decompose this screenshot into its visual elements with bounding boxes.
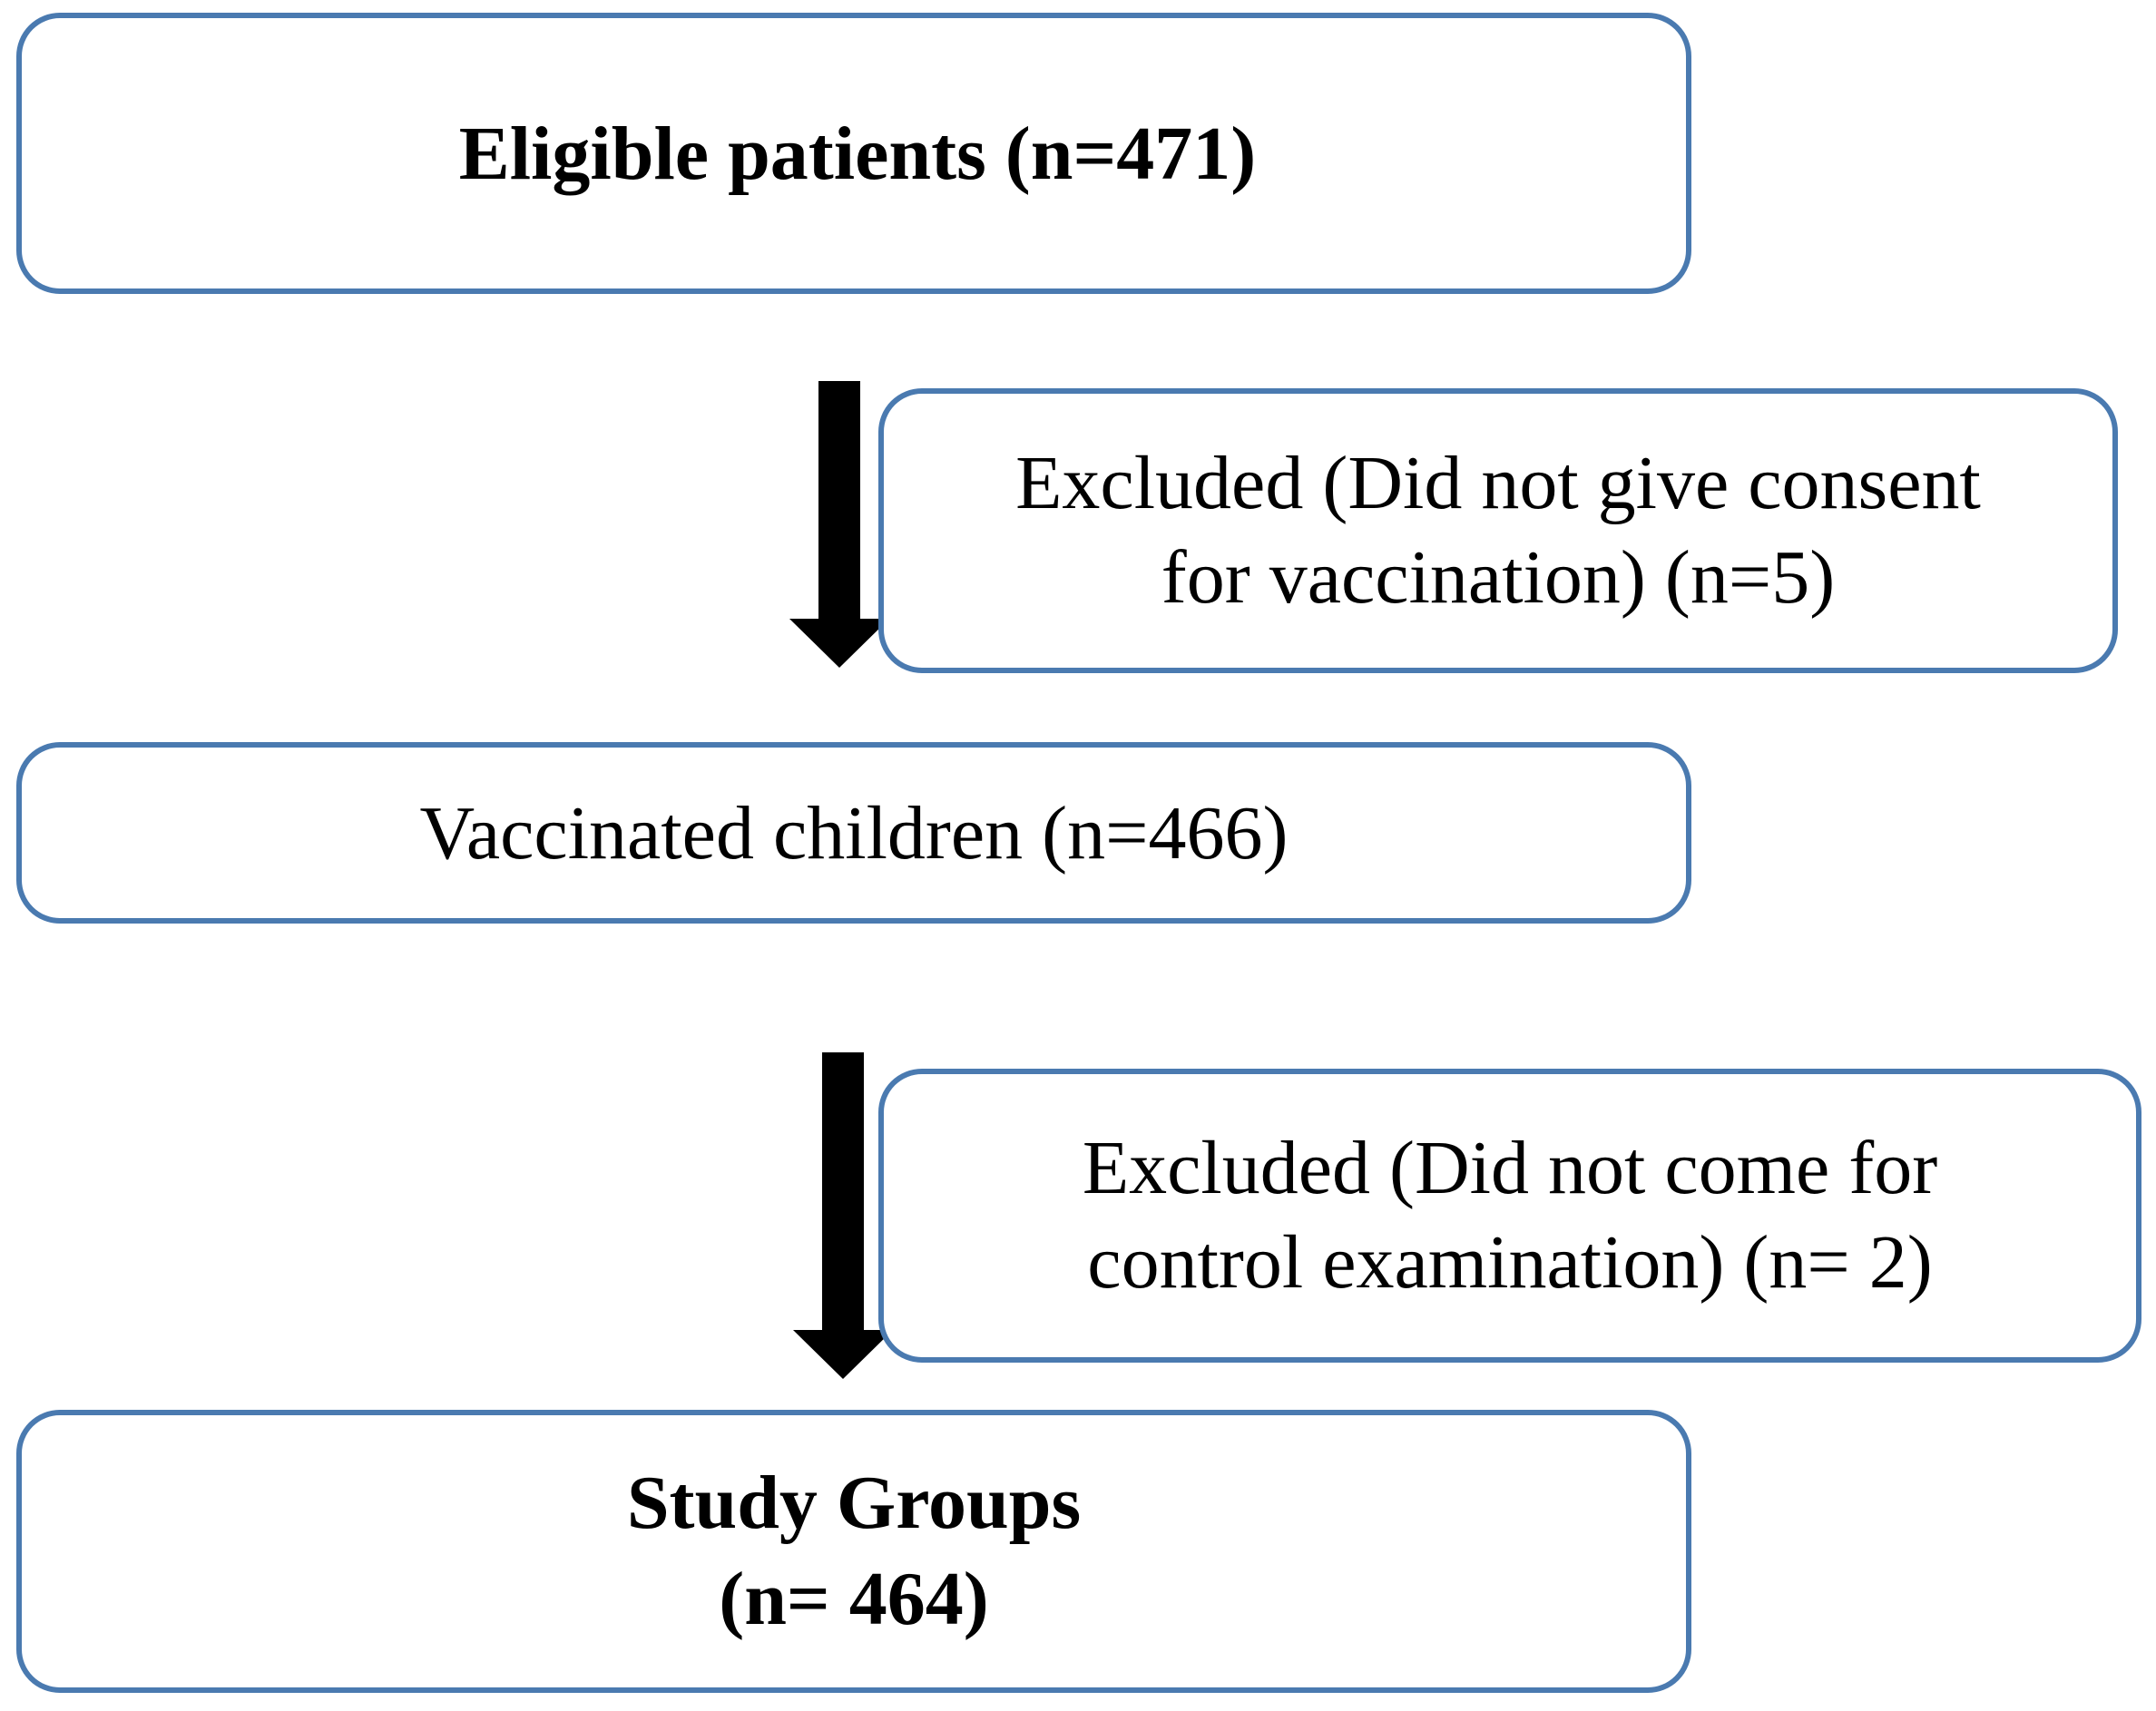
excluded-consent-line-2: for vaccination) (n=5) <box>1161 535 1836 620</box>
vaccinated-children-box: Vaccinated children (n=466) <box>16 742 1691 924</box>
vaccinated-children-label: Vaccinated children (n=466) <box>419 790 1289 875</box>
excluded-consent-box: Excluded (Did not give consent for vacci… <box>878 388 2118 673</box>
excluded-control-line-1: Excluded (Did not come for <box>1082 1126 1938 1210</box>
study-groups-title: Study Groups <box>626 1461 1082 1545</box>
down-arrow-icon <box>789 381 889 668</box>
eligible-patients-label: Eligible patients (n=471) <box>458 111 1257 196</box>
study-groups-count: (n= 464) <box>719 1557 989 1641</box>
excluded-control-line-2: control examination) (n= 2) <box>1087 1220 1933 1305</box>
eligible-patients-box: Eligible patients (n=471) <box>16 13 1691 294</box>
excluded-consent-line-1: Excluded (Did not give consent <box>1015 441 1981 525</box>
study-groups-box: Study Groups (n= 464) <box>16 1410 1691 1693</box>
down-arrow-icon <box>793 1052 893 1379</box>
excluded-control-box: Excluded (Did not come for control exami… <box>878 1069 2141 1363</box>
